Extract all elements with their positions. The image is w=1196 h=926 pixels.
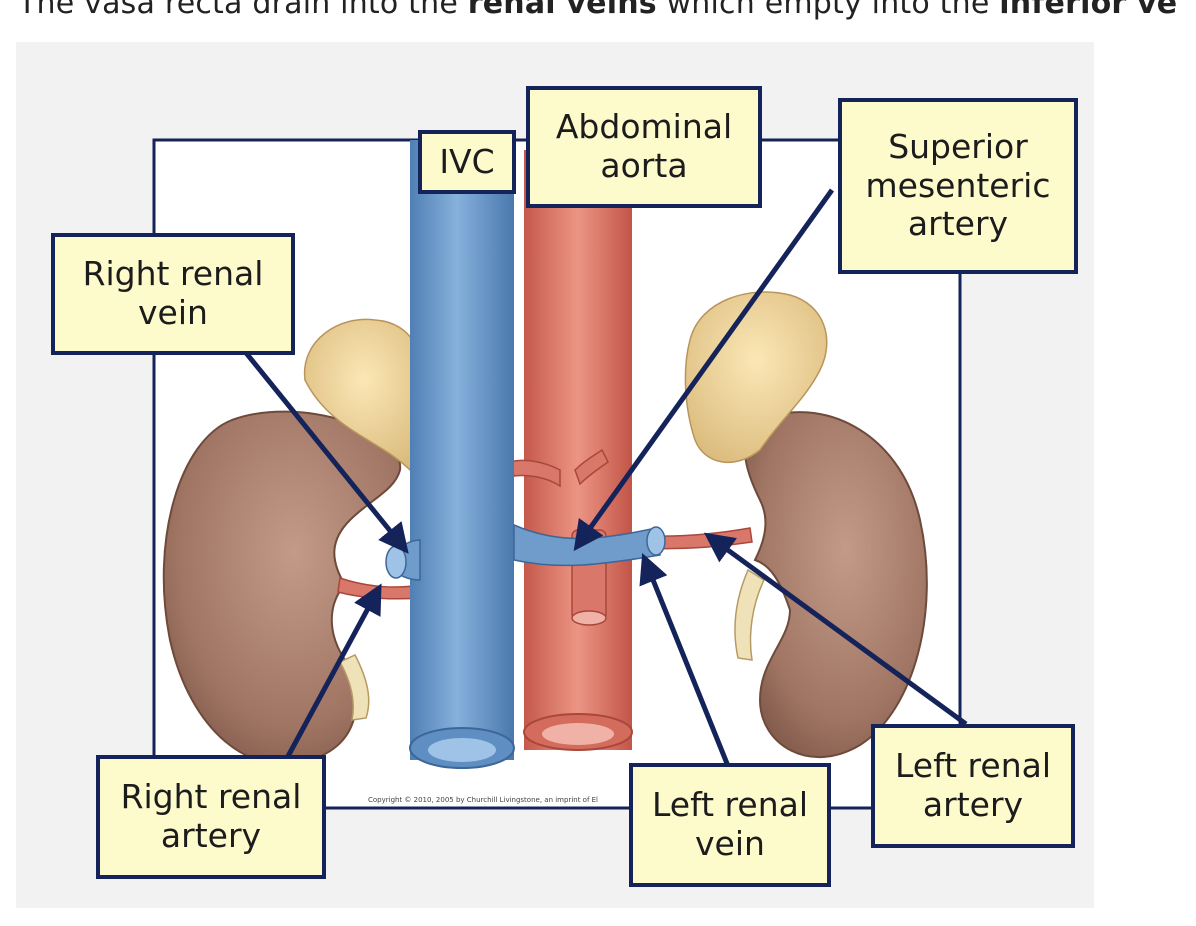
- label-ivc: IVC: [418, 130, 516, 194]
- header-bold-renal-veins: renal veins: [467, 0, 657, 21]
- left-adrenal-gland: [684, 291, 828, 464]
- arrow-right-renal-artery: [283, 583, 382, 762]
- arrow-superior-mesenteric-artery: [573, 188, 835, 552]
- label-abdominal-aorta: Abdominal aorta: [526, 86, 762, 208]
- right-kidney: [162, 410, 402, 766]
- abdominal-aorta-vessel: [523, 150, 633, 751]
- header-text-2: which empty into the: [656, 0, 1000, 21]
- label-left-renal-vein: Left renal vein: [629, 763, 831, 887]
- arrow-left-renal-artery: [703, 532, 968, 727]
- arrow-left-renal-vein: [639, 553, 731, 767]
- label-right-renal-artery: Right renal artery: [96, 755, 326, 879]
- header-text: The vasa recta drain into the renal vein…: [18, 0, 1177, 21]
- pointer-arrows: [232, 188, 968, 767]
- ivc-vessel: [409, 140, 515, 769]
- label-superior-mesenteric-artery: Superior mesenteric artery: [838, 98, 1078, 274]
- header-bold-inferior-vena-cava: inferior ve: [999, 0, 1178, 21]
- left-kidney: [734, 411, 928, 758]
- copyright-notice: Copyright © 2010, 2005 by Churchill Livi…: [368, 796, 599, 804]
- header-text-1: The vasa recta drain into the: [18, 0, 468, 21]
- label-left-renal-artery: Left renal artery: [871, 724, 1075, 848]
- label-right-renal-vein: Right renal vein: [51, 233, 295, 355]
- arrow-right-renal-vein: [232, 336, 409, 554]
